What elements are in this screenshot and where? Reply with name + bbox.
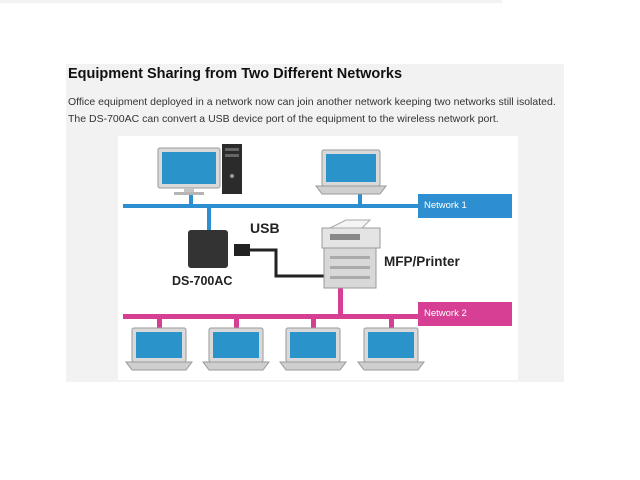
laptop-icon <box>315 149 387 195</box>
network2-drop-3 <box>311 319 316 329</box>
network2-line <box>123 314 423 319</box>
network2-drop-2 <box>234 319 239 329</box>
laptop-icon <box>125 327 193 371</box>
network2-drop-1 <box>157 319 162 329</box>
network-diagram: USB DS-700AC MFP/Printer Network 1 Netwo… <box>118 136 518 380</box>
desktop-computer-icon <box>157 144 242 195</box>
network1-badge <box>418 194 512 218</box>
laptop-icon <box>357 327 425 371</box>
mfp-printer-icon <box>321 219 381 289</box>
network1-drop-laptop <box>358 192 362 204</box>
ds700ac-device-icon <box>188 230 228 268</box>
network2-badge <box>418 302 512 326</box>
laptop-icon <box>202 327 270 371</box>
description: Office equipment deployed in a network n… <box>68 96 556 125</box>
diagram-canvas <box>123 144 512 371</box>
ds700ac-label: DS-700AC <box>172 274 233 288</box>
network1-line <box>123 204 423 208</box>
network1-label: Network 1 <box>424 200 467 211</box>
network2-label: Network 2 <box>424 308 467 319</box>
usb-label: USB <box>250 220 280 236</box>
usb-cable <box>238 248 326 278</box>
network1-drop-server <box>207 208 211 230</box>
network2-drop-4 <box>389 319 394 329</box>
network1-drop-desktop <box>189 192 193 204</box>
page-title: Equipment Sharing from Two Different Net… <box>68 66 403 82</box>
laptop-icon <box>279 327 347 371</box>
printer-label: MFP/Printer <box>384 254 460 269</box>
top-divider <box>0 0 502 3</box>
usb-plug-icon <box>234 244 250 256</box>
network2-drop-printer <box>338 286 343 314</box>
